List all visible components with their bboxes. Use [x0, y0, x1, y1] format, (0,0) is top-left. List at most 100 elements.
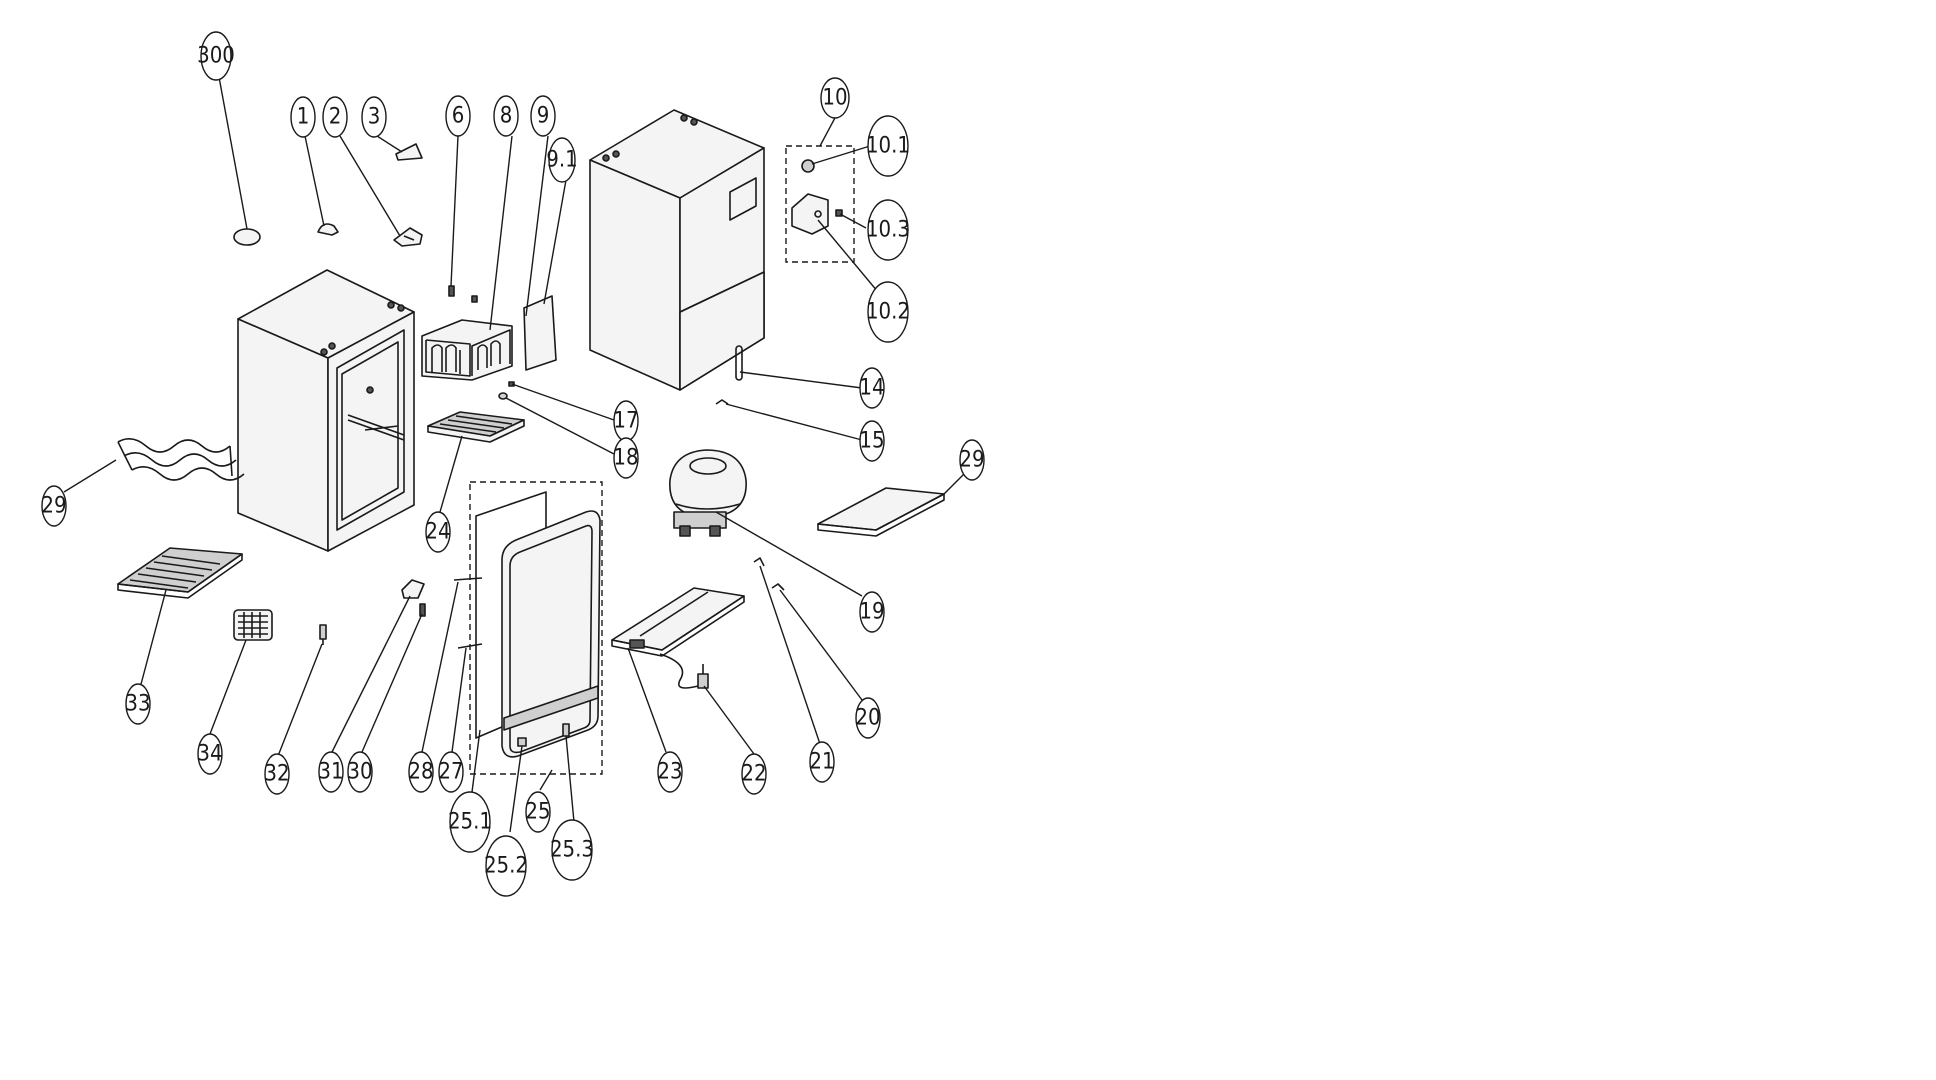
leader-9	[525, 135, 549, 317]
svg-text:25: 25	[525, 800, 550, 825]
leader-25	[539, 769, 553, 791]
leader-19	[715, 511, 863, 597]
callout-19: 19	[859, 591, 885, 633]
part-29-cover-panel	[817, 487, 945, 537]
part-20-clip	[771, 583, 785, 591]
part-300-cap	[233, 228, 261, 246]
svg-text:24: 24	[425, 520, 450, 545]
svg-text:19: 19	[859, 600, 884, 625]
svg-text:25.3: 25.3	[550, 838, 594, 863]
svg-text:15: 15	[859, 429, 884, 454]
callout-24: 24	[425, 511, 451, 553]
callout-28: 28	[408, 751, 434, 793]
part-cabinet	[237, 269, 415, 552]
callout-10-3: 10.3	[866, 199, 910, 261]
part-30-hinge-pin	[419, 603, 426, 617]
svg-text:29: 29	[959, 448, 984, 473]
svg-text:23: 23	[657, 760, 682, 785]
callout-300: 300	[197, 31, 235, 81]
leader-27	[451, 647, 467, 753]
svg-text:18: 18	[613, 446, 638, 471]
svg-text:10.1: 10.1	[866, 134, 910, 159]
svg-text:21: 21	[809, 750, 834, 775]
leader-21	[759, 565, 821, 745]
leader-33	[139, 589, 167, 689]
part-8-evaporator	[421, 295, 513, 381]
callout-20: 20	[855, 697, 881, 739]
callout-10-1: 10.1	[866, 115, 910, 177]
leader-8	[489, 135, 513, 331]
part-6-screw	[448, 285, 455, 297]
leader-15	[725, 403, 863, 441]
part-10-1-knob	[801, 159, 815, 173]
callout-31: 31	[318, 751, 344, 793]
svg-text:31: 31	[318, 760, 343, 785]
part-2-bracket	[393, 227, 423, 247]
svg-text:3: 3	[368, 105, 381, 130]
part-outer-shell	[589, 109, 765, 391]
leader-9-1	[543, 179, 567, 305]
callout-6: 6	[445, 95, 471, 137]
svg-text:34: 34	[197, 742, 222, 767]
callout-3: 3	[361, 96, 387, 138]
svg-text:14: 14	[859, 376, 884, 401]
callout-29-right: 29	[959, 439, 985, 481]
svg-text:25.2: 25.2	[484, 854, 528, 879]
leader-6	[450, 135, 459, 287]
part-25-2-stopper	[517, 737, 527, 747]
svg-text:30: 30	[347, 760, 372, 785]
leader-18	[505, 397, 615, 455]
leader-17	[511, 383, 615, 421]
callout-25: 25	[525, 791, 551, 833]
leader-10	[819, 115, 837, 147]
svg-text:300: 300	[197, 44, 235, 69]
leader-3	[376, 135, 403, 153]
part-18-spacer	[498, 392, 508, 400]
svg-text:9.1: 9.1	[546, 148, 577, 173]
part-32-screw	[319, 624, 327, 645]
svg-text:10.2: 10.2	[866, 300, 910, 325]
callout-8: 8	[493, 95, 519, 137]
svg-text:10: 10	[822, 86, 847, 111]
svg-text:2: 2	[329, 105, 342, 130]
leader-10-1	[811, 145, 871, 165]
svg-text:22: 22	[741, 762, 766, 787]
callout-10-2: 10.2	[866, 281, 910, 343]
leader-28	[421, 581, 459, 753]
leader-1	[304, 135, 325, 227]
part-25-3-screw	[562, 723, 570, 737]
part-1-knob	[317, 223, 339, 236]
leader-34	[209, 639, 247, 735]
part-21-clip	[753, 557, 765, 567]
leader-20	[779, 589, 863, 701]
leader-2	[339, 135, 401, 237]
callout-17: 17	[613, 400, 639, 442]
callout-32: 32	[264, 753, 290, 795]
svg-text:10.3: 10.3	[866, 218, 910, 243]
callout-34: 34	[197, 733, 223, 775]
leader-300	[218, 76, 248, 230]
leader-lines	[63, 76, 969, 833]
part-28-rail	[453, 577, 483, 581]
part-34-crisper	[233, 609, 273, 641]
leader-24	[439, 435, 463, 513]
leader-25-3	[565, 735, 575, 823]
svg-text:17: 17	[613, 409, 638, 434]
part-29-insulation-left	[117, 438, 245, 481]
leader-30	[361, 613, 423, 753]
part-9-drip-plate	[523, 295, 557, 371]
svg-text:9: 9	[537, 104, 550, 129]
part-24-ice-tray	[427, 411, 525, 443]
callout-14: 14	[859, 367, 885, 409]
callout-10: 10	[820, 77, 850, 119]
leader-32	[277, 643, 323, 757]
svg-text:33: 33	[125, 692, 150, 717]
callout-15: 15	[859, 420, 885, 462]
callout-27: 27	[438, 751, 464, 793]
callout-29-left: 29	[41, 485, 67, 527]
door-assembly-boundary	[469, 481, 603, 775]
leader-22	[703, 685, 755, 755]
callout-1: 1	[290, 96, 316, 138]
callout-18: 18	[613, 437, 639, 479]
